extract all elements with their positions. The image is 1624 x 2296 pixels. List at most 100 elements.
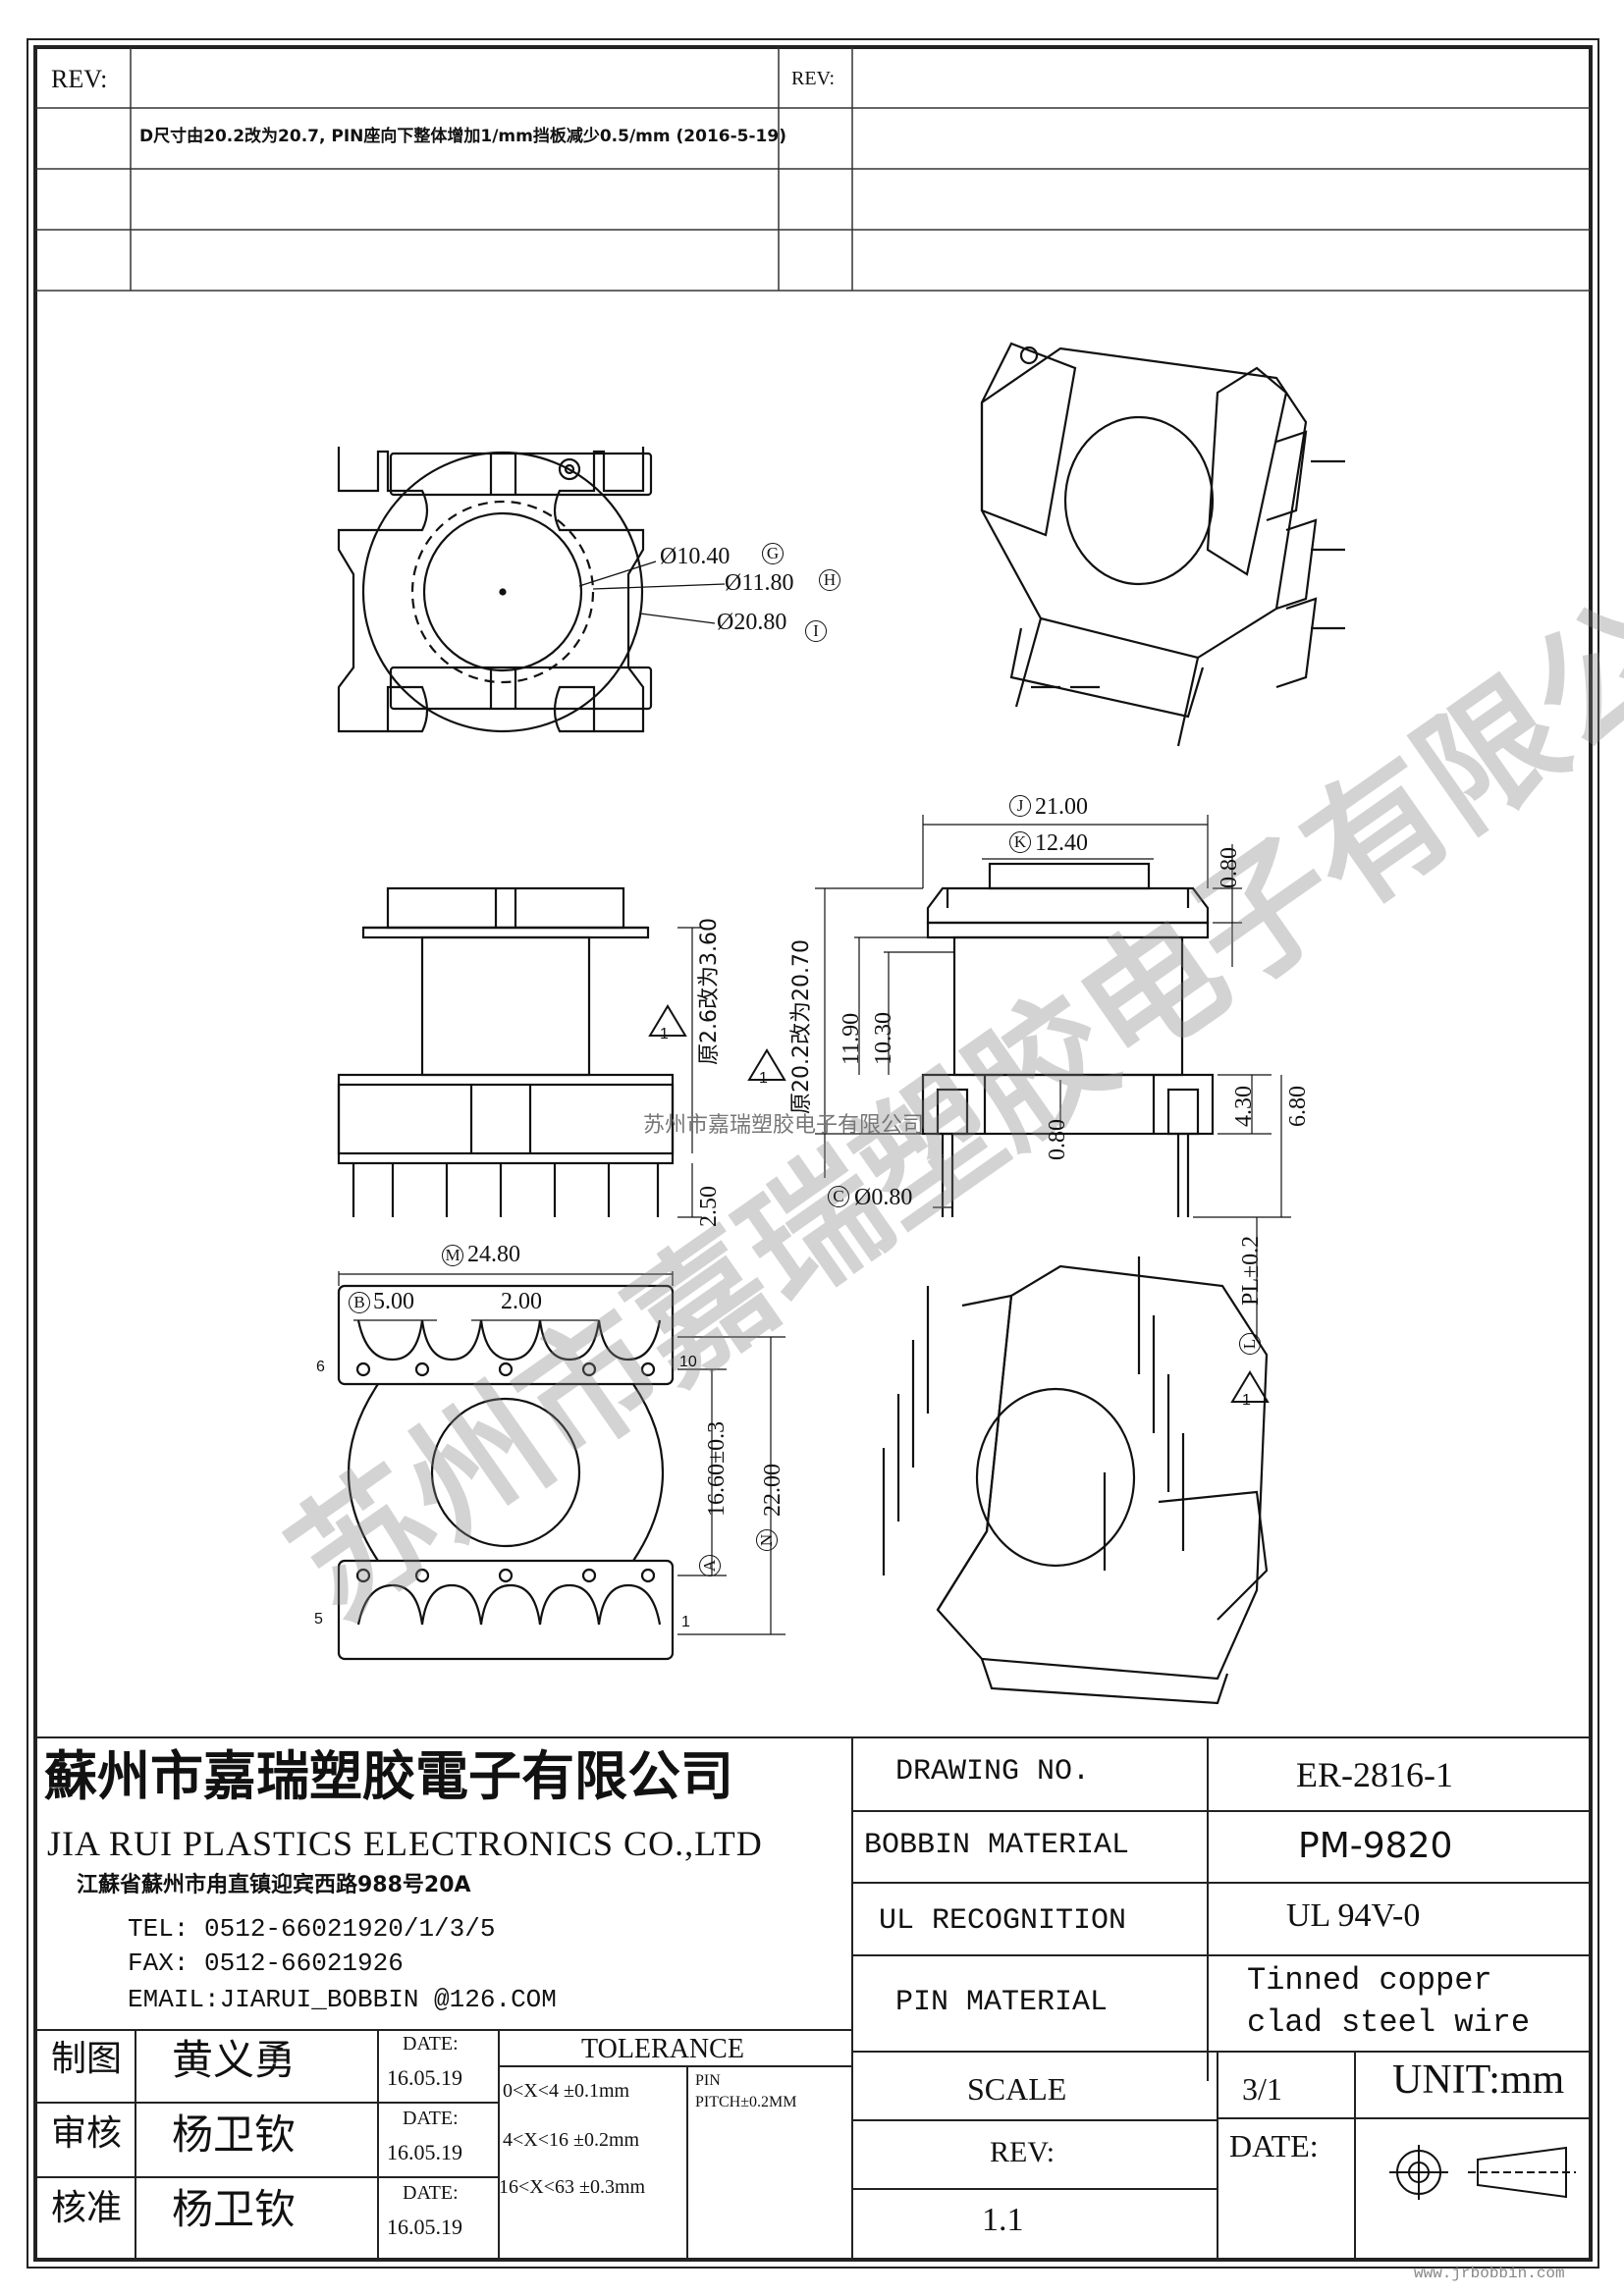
ul-label: UL RECOGNITION xyxy=(879,1904,1127,1938)
bobbin-material-label: BOBBIN MATERIAL xyxy=(864,1829,1130,1862)
drawing-no: ER-2816-1 xyxy=(1296,1755,1453,1794)
role-approver: 核准 xyxy=(51,2188,123,2228)
date-label-checker: DATE: xyxy=(403,2108,459,2129)
dim-d-2070: 原20.2改为20.70 xyxy=(789,939,814,1114)
date-label-approver: DATE: xyxy=(403,2182,459,2204)
front-view-dims xyxy=(815,815,1291,1340)
pin-material-label: PIN MATERIAL xyxy=(895,1986,1109,2019)
isometric-view-bottom xyxy=(882,1256,1269,1705)
drawing-no-label: DRAWING NO. xyxy=(895,1755,1091,1789)
date-approver: 16.05.19 xyxy=(387,2215,462,2239)
dim-circle-l: L xyxy=(1239,1333,1261,1355)
company-name-cn: 蘇州市嘉瑞塑胶電子有限公司 xyxy=(44,1744,733,1807)
rev-mark-3: 1 xyxy=(1242,1392,1251,1409)
dim-pl: PL±0.2 xyxy=(1238,1235,1264,1306)
pin-label: PIN xyxy=(695,2072,721,2089)
date-drafter: 16.05.19 xyxy=(387,2065,462,2090)
dim-w-2480: 24.80 xyxy=(467,1242,520,1267)
company-email: EMAIL:JIARUI_BOBBIN @126.COM xyxy=(128,1985,557,2014)
tolerance-1: 0<X<4 ±0.1mm xyxy=(503,2080,630,2102)
scale-value: 3/1 xyxy=(1242,2071,1282,2107)
pin-material-2: clad steel wire xyxy=(1247,2004,1531,2041)
dim-h-080-top: 0.80 xyxy=(1217,847,1242,888)
date-checker: 16.05.19 xyxy=(387,2140,462,2164)
dim-h-080-mid: 0.80 xyxy=(1045,1119,1070,1160)
date-label-drafter: DATE: xyxy=(403,2033,459,2055)
name-drafter: 黄义勇 xyxy=(172,2036,297,2084)
pin-number-5: 5 xyxy=(314,1611,323,1628)
name-checker: 杨卫钦 xyxy=(172,2110,297,2159)
dim-circle-h: H xyxy=(819,569,840,591)
name-approver: 杨卫钦 xyxy=(172,2185,297,2233)
dim-dia-g: Ø10.40 xyxy=(660,544,731,569)
rev-label: REV: xyxy=(990,2136,1056,2168)
company-fax: FAX: 0512-66021926 xyxy=(128,1949,404,1978)
dim-h-680: 6.80 xyxy=(1285,1086,1311,1127)
watermark-url: www.jrbobbin.com xyxy=(1414,2265,1565,2282)
dim-circle-k: K xyxy=(1009,831,1031,853)
tolerance-label: TOLERANCE xyxy=(581,2034,744,2064)
dim-circle-a: A xyxy=(699,1555,721,1576)
dim-h-1660: 16.60±0.3 xyxy=(704,1420,730,1517)
dim-pitch-b: 5.00 xyxy=(373,1289,414,1314)
dim-pin-dia: Ø0.80 xyxy=(854,1185,913,1210)
bottom-view-dims xyxy=(338,1271,785,1635)
dim-h-1190: 11.90 xyxy=(839,1012,864,1065)
dim-circle-b: B xyxy=(349,1292,370,1313)
rev-label-left: REV: xyxy=(51,65,108,93)
company-tel: TEL: 0512-66021920/1/3/5 xyxy=(128,1914,496,1944)
dim-circle-c: C xyxy=(828,1186,849,1207)
side-view-dims xyxy=(677,927,702,1218)
rev-label-right: REV: xyxy=(791,68,836,89)
scale-label: SCALE xyxy=(967,2071,1067,2107)
rev-value: 1.1 xyxy=(982,2202,1024,2238)
top-view-leaders xyxy=(578,561,726,624)
front-view xyxy=(921,862,1215,1217)
dim-circle-g: G xyxy=(762,543,784,564)
dim-circle-n: N xyxy=(756,1529,778,1551)
revision-triangle-3 xyxy=(1230,1370,1270,1403)
date-label: DATE: xyxy=(1229,2128,1319,2163)
tolerance-2: 4<X<16 ±0.2mm xyxy=(503,2129,640,2151)
dim-h-2200: 22.00 xyxy=(760,1464,785,1517)
dim-top-k: 12.40 xyxy=(1035,830,1088,856)
dim-h-430: 4.30 xyxy=(1231,1086,1257,1127)
isometric-view-top xyxy=(980,342,1345,747)
dim-circle-i: I xyxy=(805,620,827,642)
dim-dia-i: Ø20.80 xyxy=(717,610,787,635)
pitch-tolerance: PITCH±0.2MM xyxy=(695,2094,797,2110)
revision-triangle-2 xyxy=(747,1048,786,1081)
dim-h-250: 2.50 xyxy=(696,1186,722,1227)
dim-dia-h: Ø11.80 xyxy=(725,570,794,596)
company-name-en: JIA RUI PLASTICS ELECTRONICS CO.,LTD xyxy=(47,1824,763,1863)
dim-pitch-200: 2.00 xyxy=(501,1289,542,1314)
dim-circle-j: J xyxy=(1009,795,1031,817)
company-address: 江蘇省蘇州市甪直镇迎宾西路988号20A xyxy=(77,1873,471,1897)
projection-symbol-icon xyxy=(1389,2145,1576,2200)
bottom-view xyxy=(337,1284,675,1661)
role-drafter: 制图 xyxy=(51,2039,123,2079)
tolerance-3: 16<X<63 ±0.3mm xyxy=(499,2176,646,2198)
top-view xyxy=(337,447,653,733)
rev-mark-2: 1 xyxy=(759,1070,768,1087)
bobbin-material: PM-9820 xyxy=(1298,1826,1453,1866)
dim-h-260: 原2.6改为3.60 xyxy=(697,918,722,1065)
dim-top-j: 21.00 xyxy=(1035,794,1088,820)
dim-circle-m: M xyxy=(442,1245,463,1266)
pin-material-1: Tinned copper xyxy=(1247,1962,1492,1999)
role-checker: 审核 xyxy=(51,2113,123,2154)
rev-mark-1: 1 xyxy=(660,1026,669,1042)
dim-h-1030: 10.30 xyxy=(871,1012,896,1065)
side-view xyxy=(337,886,675,1217)
pin-number-1: 1 xyxy=(681,1614,690,1630)
ul-value: UL 94V-0 xyxy=(1286,1897,1421,1934)
watermark-center: 苏州市嘉瑞塑胶电子有限公司 xyxy=(643,1112,925,1137)
unit-label: UNIT:mm xyxy=(1392,2057,1565,2103)
pin-number-6: 6 xyxy=(316,1359,325,1375)
title-block-grid xyxy=(35,1736,1591,2260)
rev-note: D尺寸由20.2改为20.7, PIN座向下整体增加1/mm挡板减少0.5/mm… xyxy=(139,127,786,146)
revision-table xyxy=(35,47,1591,292)
pin-number-10: 10 xyxy=(679,1354,697,1370)
